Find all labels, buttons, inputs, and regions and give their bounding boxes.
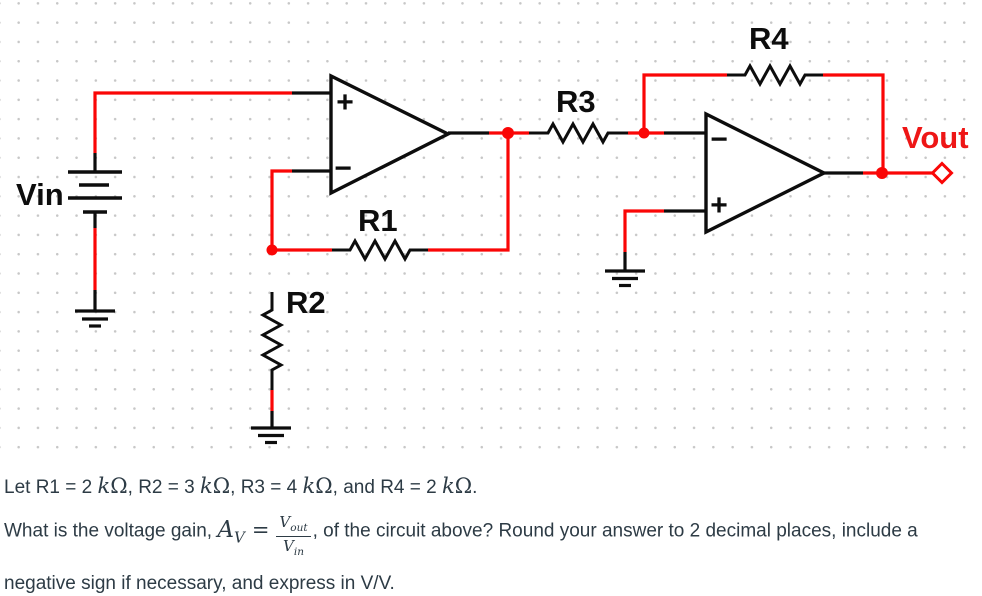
vout-port-diamond-icon xyxy=(930,161,954,185)
fraction-numerator: Vout xyxy=(276,515,311,537)
opamp2-minus-icon: − xyxy=(710,123,728,156)
fraction-denominator: Vin xyxy=(283,536,304,558)
opamp2: − + xyxy=(704,111,828,235)
prompt-after: , of the circuit above? Round your answe… xyxy=(312,520,918,542)
question-text-block: Let R1 = 2 kΩ, R2 = 3 kΩ, R3 = 4 kΩ, and… xyxy=(0,456,982,596)
k-ohm-3: kΩ xyxy=(302,474,333,498)
given-values-line: Let R1 = 2 kΩ, R2 = 3 kΩ, R3 = 4 kΩ, and… xyxy=(4,474,982,500)
question-line-3: negative sign if necessary, and express … xyxy=(4,573,395,594)
given-text-2: , R3 = 4 xyxy=(230,477,303,498)
vout-label: Vout xyxy=(902,120,969,155)
junction-dot-opamp1-output xyxy=(502,127,514,139)
gain-symbol: AV xyxy=(217,516,245,547)
opamp1-minus-icon: − xyxy=(334,152,352,185)
equals-sign: = xyxy=(251,517,270,542)
opamp1-plus-icon: + xyxy=(336,86,354,119)
k-ohm-2: kΩ xyxy=(200,474,231,498)
resistor-r3 xyxy=(529,120,628,146)
k-ohm-4: kΩ xyxy=(442,474,473,498)
wire-node-to-r4 xyxy=(642,73,727,133)
given-text-0: Let R1 = 2 xyxy=(4,477,98,498)
r1-label: R1 xyxy=(358,203,398,238)
given-text-3: , and R4 = 2 xyxy=(332,477,442,498)
vin-label: Vin xyxy=(16,177,64,212)
opamp1-triangle xyxy=(329,73,452,196)
wire-r1-to-output-node xyxy=(428,133,510,252)
wire-vin-to-opamp1-plus xyxy=(93,91,292,153)
opamp2-triangle xyxy=(704,111,828,235)
ground-icon-opamp2 xyxy=(605,269,645,288)
ground-icon-r2 xyxy=(251,426,291,445)
red-wires xyxy=(93,73,933,411)
resistor-r2 xyxy=(259,292,285,390)
resistor-r1 xyxy=(332,237,428,263)
r4-label: R4 xyxy=(749,21,789,56)
given-text-4: . xyxy=(472,477,478,498)
ground-icon-vin xyxy=(75,309,115,328)
battery-icon xyxy=(68,170,122,214)
r2-label: R2 xyxy=(286,285,326,320)
wire-r4-to-output xyxy=(823,73,885,173)
resistor-r4 xyxy=(727,62,823,88)
prompt-lead: What is the voltage gain, xyxy=(4,520,218,542)
wire-opamp1-inverting-to-node xyxy=(270,169,332,252)
given-text-1: , R2 = 3 xyxy=(127,477,200,498)
r3-label: R3 xyxy=(556,84,596,119)
circuit-diagram: + − − + Vin R1 R2 R3 R4 Vout xyxy=(0,0,982,456)
junction-dot-r1-r2 xyxy=(266,244,278,256)
junction-dot-opamp2-inverting xyxy=(638,127,650,139)
opamp1: + − xyxy=(329,73,452,196)
wire-opamp2-plus-to-ground xyxy=(623,209,664,252)
opamp2-plus-icon: + xyxy=(710,189,728,222)
black-wires xyxy=(93,91,863,428)
junction-dot-opamp2-output xyxy=(876,167,888,179)
circuit-svg: + − − + Vin R1 R2 R3 R4 Vout xyxy=(16,21,969,445)
k-ohm-1: kΩ xyxy=(97,474,128,498)
